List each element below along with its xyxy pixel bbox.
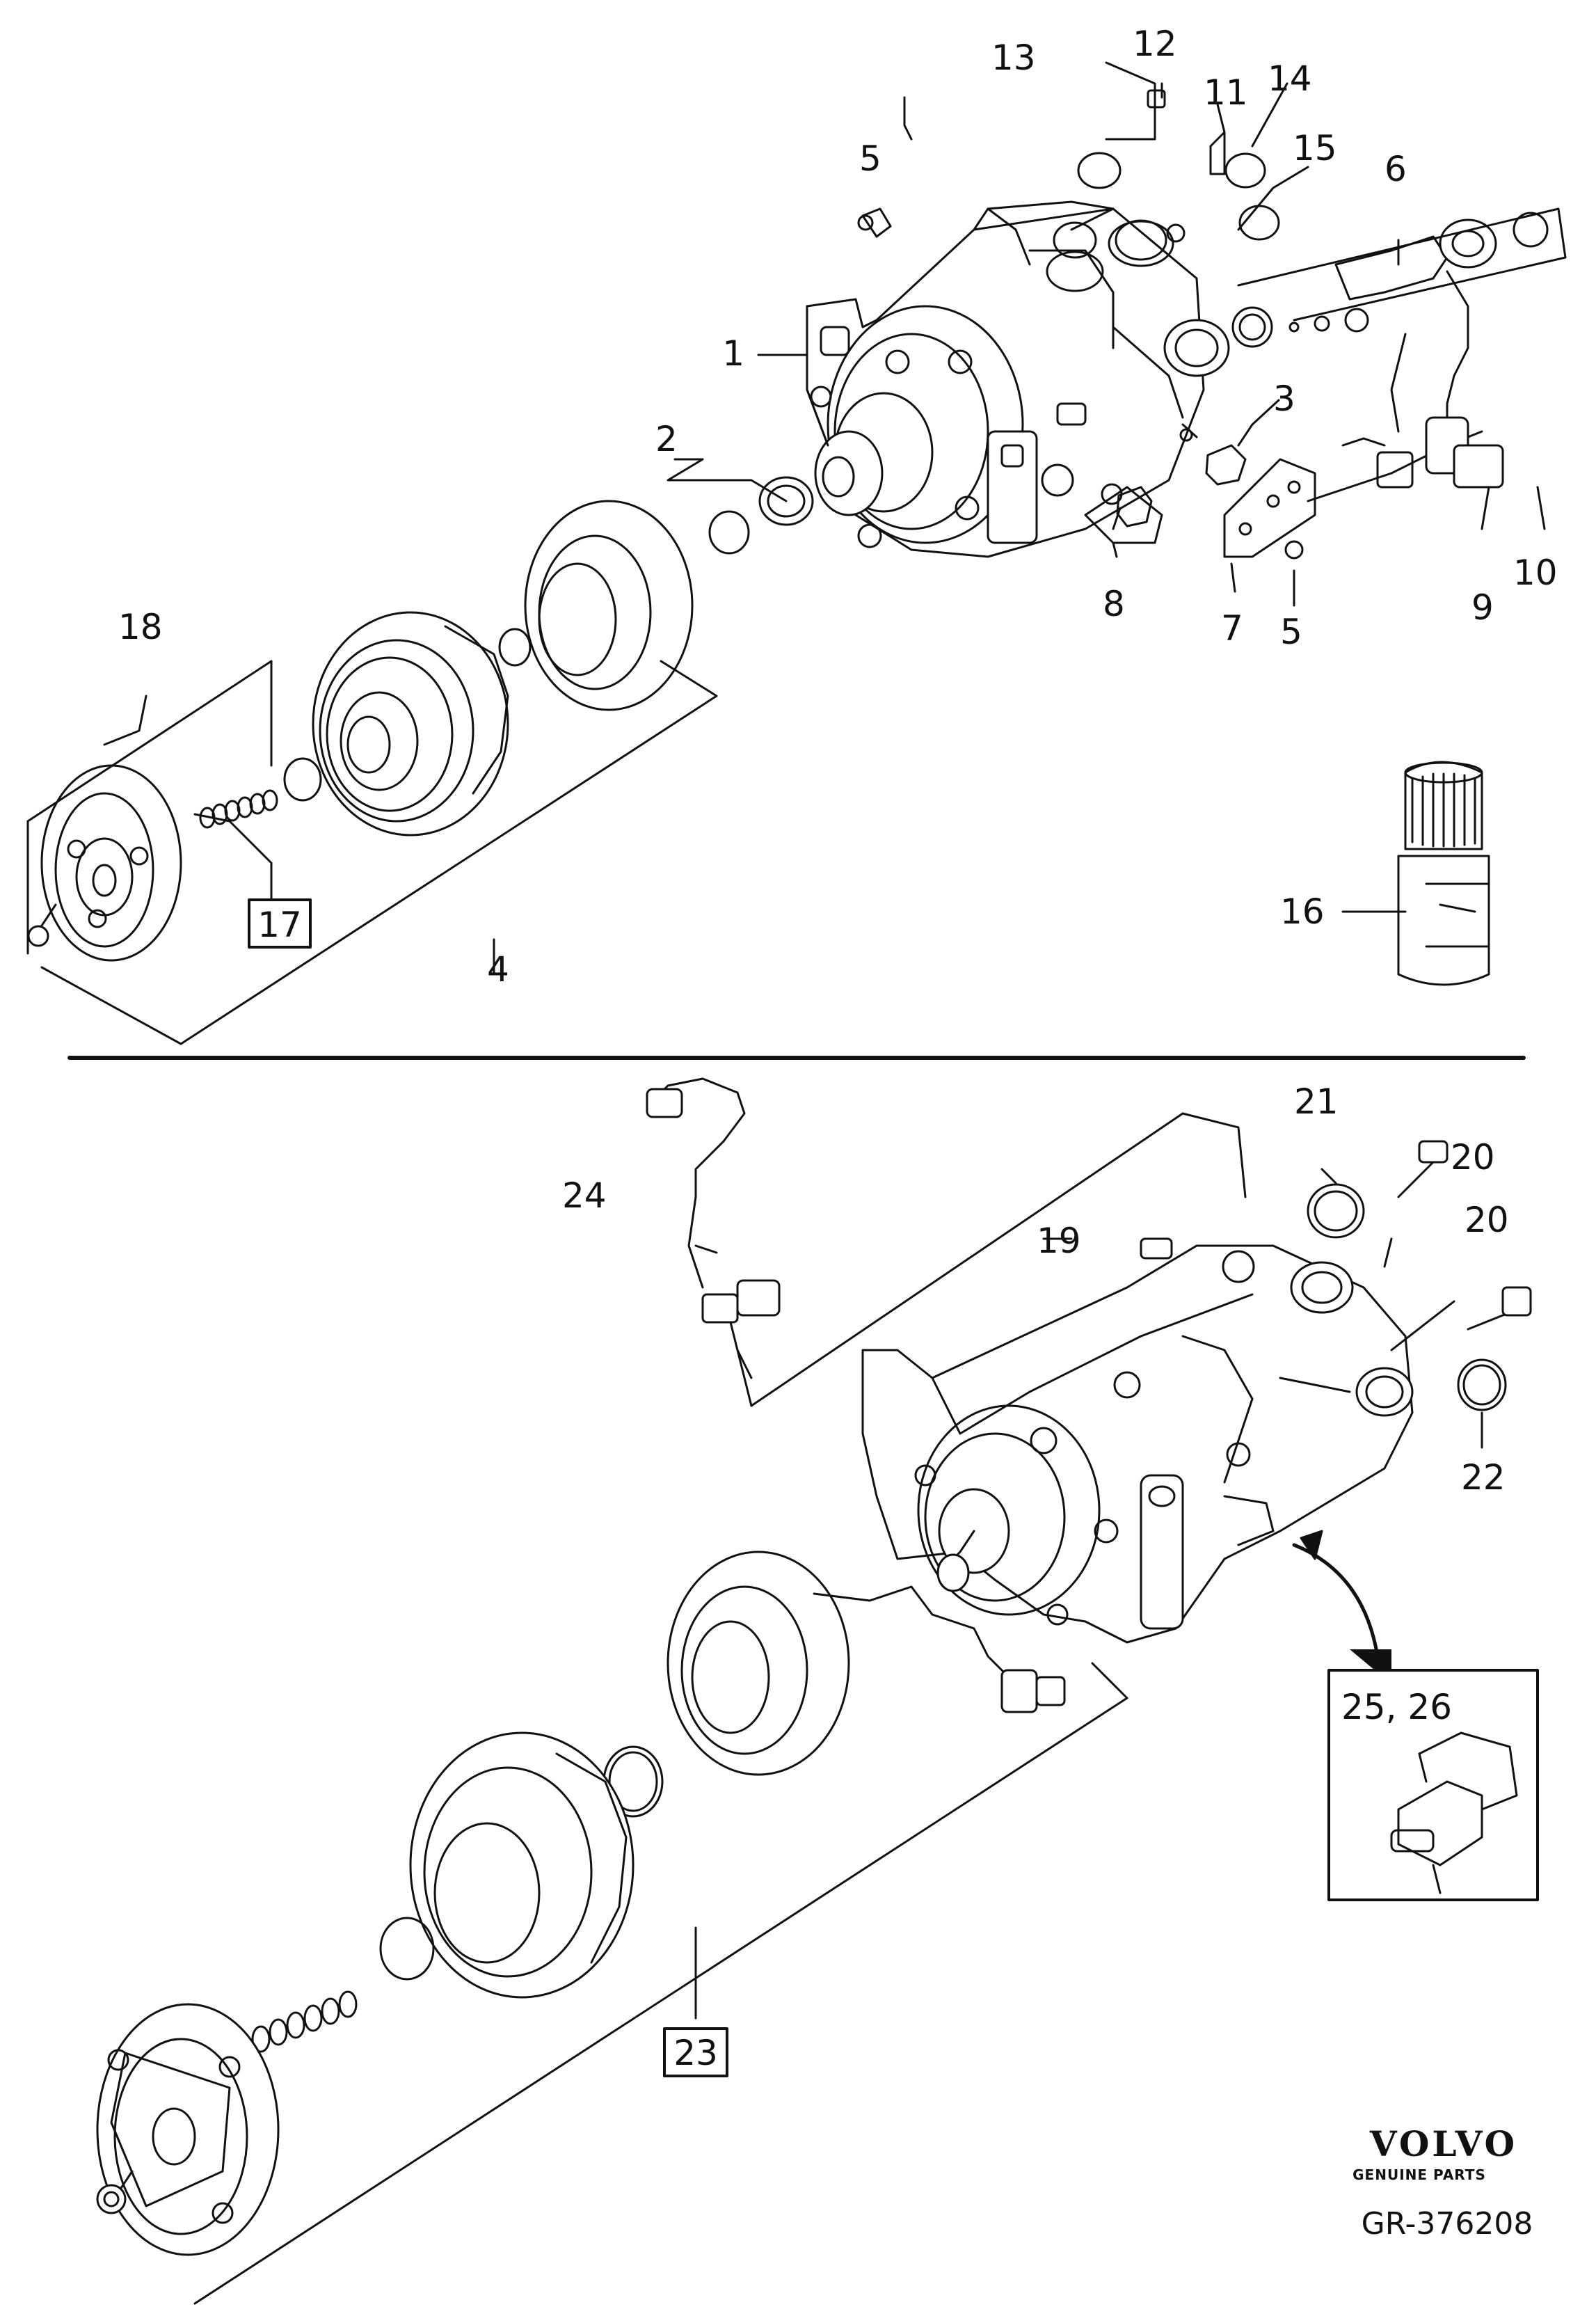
- callout-2: 2: [655, 419, 678, 459]
- callout-5-bottom: 5: [1280, 612, 1302, 652]
- oil-bottle-icon: [1397, 761, 1490, 986]
- callout-3: 3: [1273, 379, 1295, 419]
- pulley-icon: [409, 1731, 635, 1999]
- callout-22: 22: [1461, 1457, 1506, 1498]
- callout-25-26: 25, 26: [1341, 1687, 1452, 1727]
- compressor-icon: [806, 200, 1230, 558]
- callout-1: 1: [722, 333, 744, 374]
- callout-17: 17: [257, 905, 302, 945]
- connector-icon: [1390, 1731, 1518, 1894]
- callout-11: 11: [1204, 72, 1248, 113]
- pulley-icon: [312, 611, 509, 837]
- callout-18: 18: [118, 607, 163, 647]
- callout-13: 13: [991, 38, 1036, 78]
- callout-4: 4: [487, 949, 509, 990]
- compressor-icon: [861, 1237, 1414, 1644]
- callout-7: 7: [1221, 608, 1243, 649]
- callout-15: 15: [1293, 128, 1337, 168]
- callout-10: 10: [1513, 553, 1558, 593]
- callout-23: 23: [673, 2033, 718, 2073]
- callout-8: 8: [1103, 584, 1125, 624]
- brand-name: VOLVO: [1369, 2123, 1517, 2164]
- callout-12: 12: [1133, 24, 1177, 64]
- coil-ring: [667, 1551, 1066, 1776]
- callout-6: 6: [1384, 149, 1407, 189]
- callout-21: 21: [1294, 1081, 1339, 1122]
- clutch-plate-icon: [27, 764, 182, 962]
- callout-14: 14: [1268, 58, 1312, 99]
- clutch-plate-icon: [96, 2003, 280, 2256]
- coil-ring: [524, 500, 694, 711]
- callout-20-top: 20: [1451, 1137, 1495, 1178]
- callout-9: 9: [1471, 587, 1494, 628]
- brand-tagline: GENUINE PARTS: [1352, 2166, 1486, 2183]
- callout-20-bottom: 20: [1465, 1200, 1509, 1240]
- reference-number: GR-376208: [1362, 2206, 1533, 2242]
- volvo-logo-icon: VOLVO GENUINE PARTS: [1352, 2123, 1517, 2183]
- callout-16: 16: [1280, 891, 1325, 932]
- callout-19: 19: [1037, 1221, 1081, 1261]
- callout-5-top: 5: [859, 138, 881, 179]
- callout-24: 24: [562, 1175, 607, 1216]
